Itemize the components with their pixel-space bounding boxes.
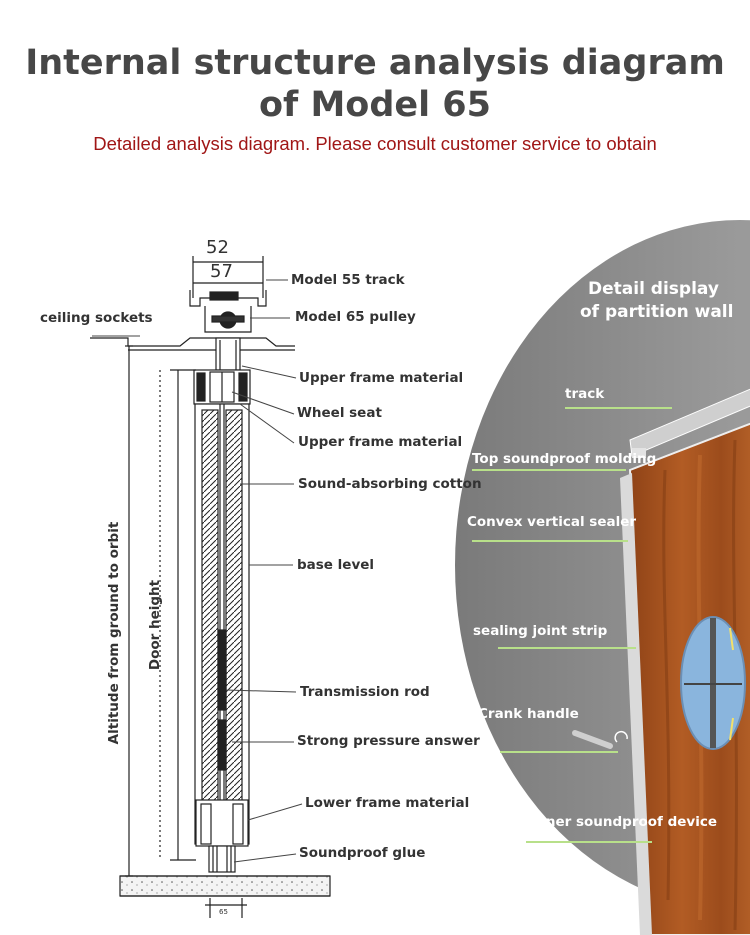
label-lower-frame: Lower frame material: [305, 795, 470, 811]
label-strong-pressure: Strong pressure answer: [297, 733, 480, 749]
label-upper-frame-1: Upper frame material: [299, 370, 464, 386]
detail-label-sealing-strip: sealing joint strip: [473, 623, 608, 639]
label-base-level: base level: [297, 557, 375, 573]
detail-heading-2: of partition wall: [580, 302, 734, 322]
label-door-height: Door height: [147, 579, 163, 671]
leader-lines: [92, 279, 303, 863]
label-model-55-track: Model 55 track: [291, 272, 405, 288]
label-wheel-seat: Wheel seat: [297, 405, 382, 421]
label-upper-frame-2: Upper frame material: [298, 434, 463, 450]
detail-label-convex-sealer: Convex vertical sealer: [467, 514, 637, 530]
cross-section: [90, 256, 331, 918]
dimension-bottom: 65: [219, 908, 228, 916]
dimension-top-2: 57: [210, 261, 233, 282]
detail-label-track: track: [565, 386, 605, 402]
label-model-65-pulley: Model 65 pulley: [295, 309, 416, 325]
detail-label-corner-device: Corner soundproof device: [520, 814, 718, 830]
detail-label-crank-handle: Crank handle: [478, 706, 579, 722]
label-transmission-rod: Transmission rod: [300, 684, 430, 700]
title-line-2: of Model 65: [258, 85, 491, 125]
subtitle: Detailed analysis diagram. Please consul…: [93, 133, 657, 154]
detail-oval: [455, 220, 750, 935]
detail-label-top-molding: Top soundproof molding: [472, 451, 657, 467]
label-altitude: Altitude from ground to orbit: [106, 521, 122, 745]
label-soundproof-glue: Soundproof glue: [299, 845, 426, 861]
title-line-1: Internal structure analysis diagram: [25, 43, 725, 83]
dimension-top-1: 52: [206, 237, 229, 258]
label-ceiling-sockets: ceiling sockets: [40, 310, 153, 326]
label-sound-absorbing-cotton: Sound-absorbing cotton: [298, 476, 482, 492]
detail-heading-1: Detail display: [588, 279, 719, 299]
